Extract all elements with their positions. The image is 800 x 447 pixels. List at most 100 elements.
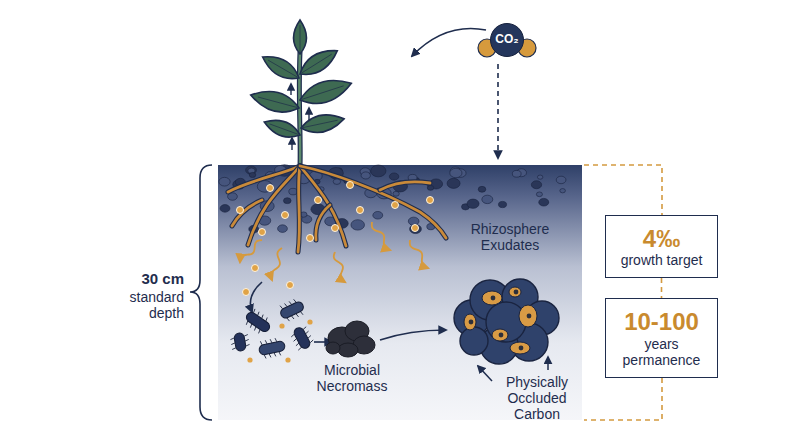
leaf [297, 74, 355, 110]
exudate-dot [237, 207, 244, 214]
root [298, 166, 300, 252]
pebble [450, 168, 462, 177]
metric-box: 4‰growth target [605, 215, 718, 278]
leaf [262, 115, 303, 142]
exudate-dot [247, 357, 252, 362]
leaf [294, 20, 307, 54]
exudate-dot [427, 197, 434, 204]
exudate-dot [307, 319, 312, 324]
pebble [539, 198, 549, 206]
leaf [299, 111, 346, 137]
root [316, 205, 330, 240]
leaf [248, 86, 301, 117]
pebble [361, 172, 370, 179]
microbe [277, 297, 306, 323]
process-label: Rhizosphere Exudates [462, 221, 558, 253]
pebble [371, 165, 386, 177]
pointer-arrow [547, 357, 549, 370]
exudate-dot [243, 289, 250, 296]
microbe [289, 324, 315, 352]
exudate-dot [332, 225, 339, 232]
node-heading: 4‰ [643, 225, 680, 253]
pebble [447, 178, 460, 188]
necromass-blob [326, 321, 375, 357]
aggregate-lump [460, 327, 488, 355]
pebble [531, 181, 541, 189]
microbe [257, 336, 286, 359]
pebble [220, 205, 230, 213]
sap-arrow [290, 84, 291, 95]
pebble [373, 211, 383, 219]
pebble [249, 172, 256, 177]
co2-molecule: CO₂ [490, 23, 524, 57]
root [380, 182, 430, 190]
depth-brace [190, 165, 212, 420]
process-arrow [380, 330, 446, 340]
exudate-dot [267, 185, 274, 192]
exudate-flow [240, 240, 262, 262]
microbe [242, 307, 274, 337]
pebble [408, 217, 419, 225]
occluded-carbon [510, 342, 530, 354]
exudate-flow [334, 252, 345, 282]
necromass-lump [338, 343, 358, 357]
leaf [296, 44, 342, 81]
exudate-dot [259, 229, 266, 236]
root [232, 200, 262, 226]
leaf [259, 50, 303, 85]
exudate-dot [412, 225, 419, 232]
exudate-flow [372, 222, 390, 250]
exudate-dot [252, 265, 259, 272]
stem [298, 52, 301, 167]
occluded-carbon [482, 291, 502, 305]
node-caption: growth target [621, 252, 703, 268]
exudate-dot [287, 282, 294, 289]
dimension-note: standard depth [108, 289, 184, 321]
plant [248, 20, 354, 167]
dashed-connector [661, 278, 663, 298]
process-label: Microbial Necromass [300, 362, 404, 394]
soil-aggregate [454, 279, 559, 364]
occluded-carbon [464, 314, 476, 330]
microbe [230, 332, 251, 353]
root [316, 205, 330, 240]
pebble [427, 185, 434, 190]
exudate-dot [307, 235, 314, 242]
pebble [289, 188, 297, 195]
occluded-particle [469, 320, 474, 325]
process-arrow [250, 282, 262, 312]
exudate-dot [315, 197, 322, 204]
occluded-carbon [509, 287, 521, 297]
dimension-label: 30 cm [118, 270, 184, 287]
pebble [537, 175, 542, 179]
sap-arrow [291, 138, 292, 150]
pebble [467, 199, 479, 208]
pebble [393, 191, 399, 196]
occluded-carbon [519, 305, 537, 327]
exudate-dot [357, 207, 364, 214]
pointer-arrow [478, 366, 492, 381]
occluded-particle [527, 314, 532, 319]
dashed-bracket [584, 165, 662, 420]
necromass-lump [326, 342, 340, 354]
roots [228, 166, 446, 296]
occluded-particle [499, 333, 504, 338]
exudate-dot [285, 357, 290, 362]
occluded-particle [491, 296, 496, 301]
exudate-flow [410, 240, 428, 268]
pebble [482, 195, 493, 203]
occluded-carbon [492, 329, 508, 341]
exudate-dot [282, 212, 289, 219]
pebble [283, 198, 291, 204]
root [380, 182, 430, 190]
node-heading: CO₂ [495, 33, 518, 47]
node-caption: years permanence [614, 336, 709, 368]
process-label: Physically Occluded Carbon [496, 374, 578, 422]
exudate-dot [279, 323, 284, 328]
pebble [219, 177, 230, 186]
node-heading: 10-100 [624, 308, 699, 336]
occluded-particle [514, 290, 519, 295]
root [298, 166, 300, 252]
pebble [389, 173, 398, 180]
pebble [410, 224, 422, 233]
